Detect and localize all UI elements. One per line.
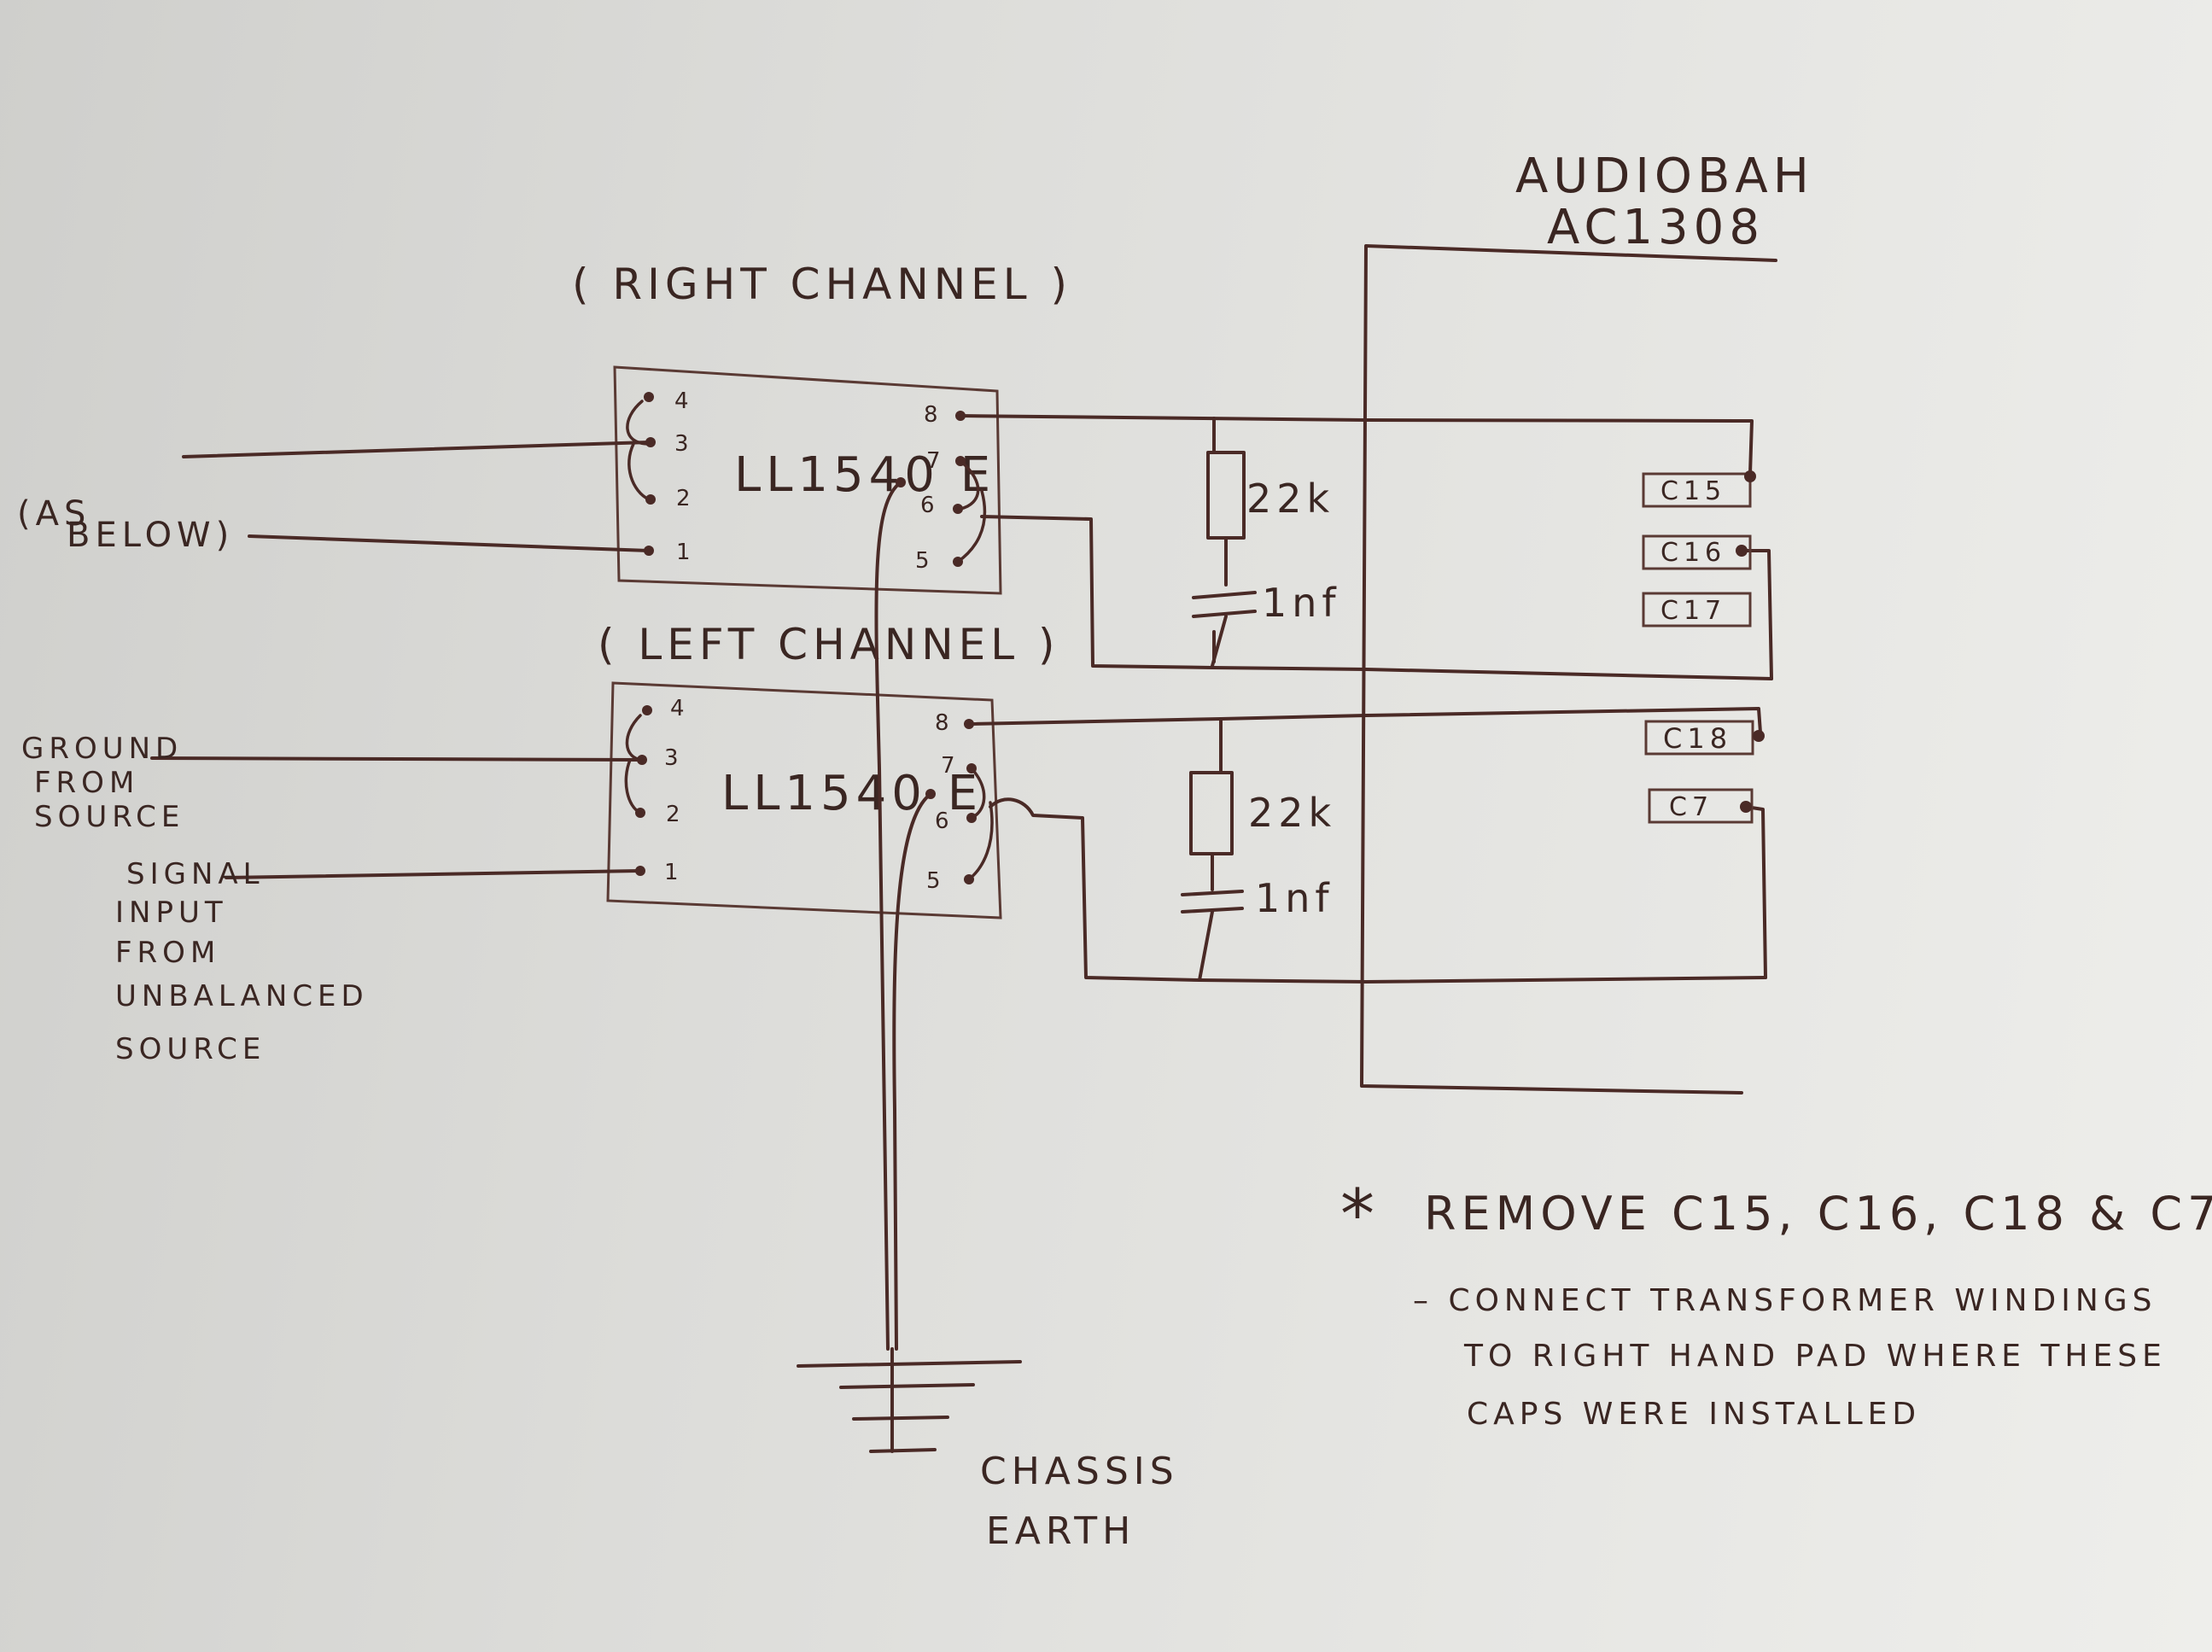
pad-c18-label: C18 [1663, 722, 1732, 755]
pin-5: 5 [915, 548, 935, 574]
pin-6: 6 [920, 493, 940, 518]
pad-c16-label: C16 [1660, 538, 1726, 568]
pad-c18 [1644, 720, 1754, 756]
pin-3: 3 [674, 431, 694, 457]
ground-label-line3: SOURCE [34, 800, 184, 834]
note-sub-line1: – CONNECT TRANSFORMER WINDINGS [1413, 1283, 2157, 1318]
left-resistor [1189, 771, 1234, 855]
right-pins: 4 3 2 1 8 7 6 5 [644, 388, 966, 574]
pads [1642, 470, 1765, 824]
left-transformer [606, 681, 1002, 919]
pin-7: 7 [926, 448, 946, 474]
signal-label-line1: SIGNAL [126, 857, 265, 891]
note-sub-line3: CAPS WERE INSTALLED [1467, 1397, 1921, 1432]
earth-label-line1: CHASSIS [980, 1450, 1179, 1493]
as-below-label-line2: BELOW) [67, 516, 234, 555]
pad-c17-label: C17 [1660, 596, 1726, 626]
right-transformer-label: LL1540 E [734, 447, 995, 503]
ac1308-board [1360, 244, 1777, 1095]
pin-6: 6 [935, 808, 954, 834]
pin-1: 1 [676, 540, 696, 565]
pin-5: 5 [926, 868, 946, 894]
left-resistor-value: 22k [1248, 790, 1336, 836]
pad-c7 [1648, 788, 1754, 824]
left-capacitor-value: 1nf [1255, 875, 1334, 921]
right-wires [182, 414, 1773, 680]
pin-1: 1 [664, 860, 684, 885]
pin-7: 7 [941, 753, 960, 779]
note-star: * [1340, 1175, 1380, 1254]
note-main: REMOVE C15, C16, C18 & C7 [1424, 1187, 2212, 1240]
signal-label-line3: FROM [115, 936, 220, 970]
pin-8: 8 [935, 710, 954, 736]
board-title-line2: AC1308 [1547, 200, 1765, 255]
left-wires [150, 707, 1767, 984]
signal-label-line4: UNBALANCED [115, 979, 369, 1013]
pin-4: 4 [674, 388, 694, 414]
signal-label-line2: INPUT [115, 896, 228, 930]
ground-label-line2: FROM [34, 766, 139, 800]
earth-wiring [797, 481, 1022, 1453]
ground-label-line1: GROUND [21, 732, 183, 766]
pin-3: 3 [664, 745, 684, 771]
right-channel-label: ( RIGHT CHANNEL ) [572, 260, 1072, 309]
right-capacitor-value: 1nf [1262, 580, 1341, 626]
pad-c16 [1642, 534, 1752, 570]
left-channel-label: ( LEFT CHANNEL ) [598, 620, 1060, 669]
right-resistor-value: 22k [1246, 476, 1334, 522]
pin-2: 2 [666, 802, 686, 827]
signal-label-line5: SOURCE [115, 1032, 266, 1066]
right-transformer [613, 365, 1002, 595]
board-title-line1: AUDIOBAH [1515, 149, 1814, 204]
pad-c17 [1642, 592, 1752, 628]
pad-c15 [1642, 472, 1752, 508]
pad-c15-label: C15 [1660, 476, 1726, 506]
pin-2: 2 [676, 486, 696, 511]
pin-4: 4 [670, 696, 690, 721]
right-resistor [1206, 451, 1246, 540]
pad-c7-label: C7 [1669, 792, 1713, 822]
note-sub-line2: TO RIGHT HAND PAD WHERE THESE [1463, 1339, 2167, 1374]
as-below-label-line1: (AS [17, 494, 90, 534]
earth-label-line2: EARTH [986, 1509, 1135, 1553]
pin-8: 8 [924, 402, 943, 428]
